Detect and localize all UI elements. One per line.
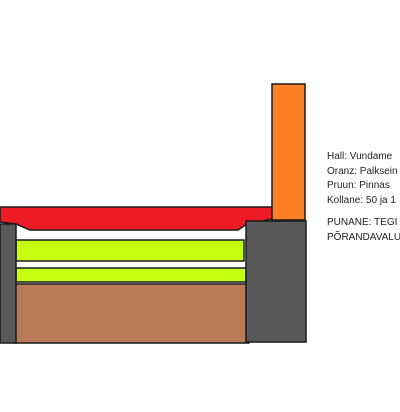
legend-line-4: Kollane: 50 ja 1 — [327, 194, 396, 206]
legend-line-3: Pruun: Pinnas — [327, 180, 390, 192]
legend: Hall: Vundame Oranz: Palksein Pruun: Pin… — [327, 150, 400, 246]
right-foundation — [245, 220, 307, 343]
legend-note-2: PÕRANDAVALU — [327, 231, 400, 243]
soil-fill — [13, 283, 250, 344]
left-foundation — [0, 223, 17, 344]
upper-layer — [15, 239, 245, 262]
legend-line-2: Oranz: Palksein — [327, 165, 398, 177]
orange-column — [271, 83, 306, 221]
legend-note-1: PUNANE: TEGI — [327, 217, 398, 229]
lower-strip — [15, 267, 247, 283]
legend-spacer — [327, 208, 400, 216]
red-slab — [0, 206, 273, 231]
legend-line-1: Hall: Vundame — [327, 151, 393, 162]
